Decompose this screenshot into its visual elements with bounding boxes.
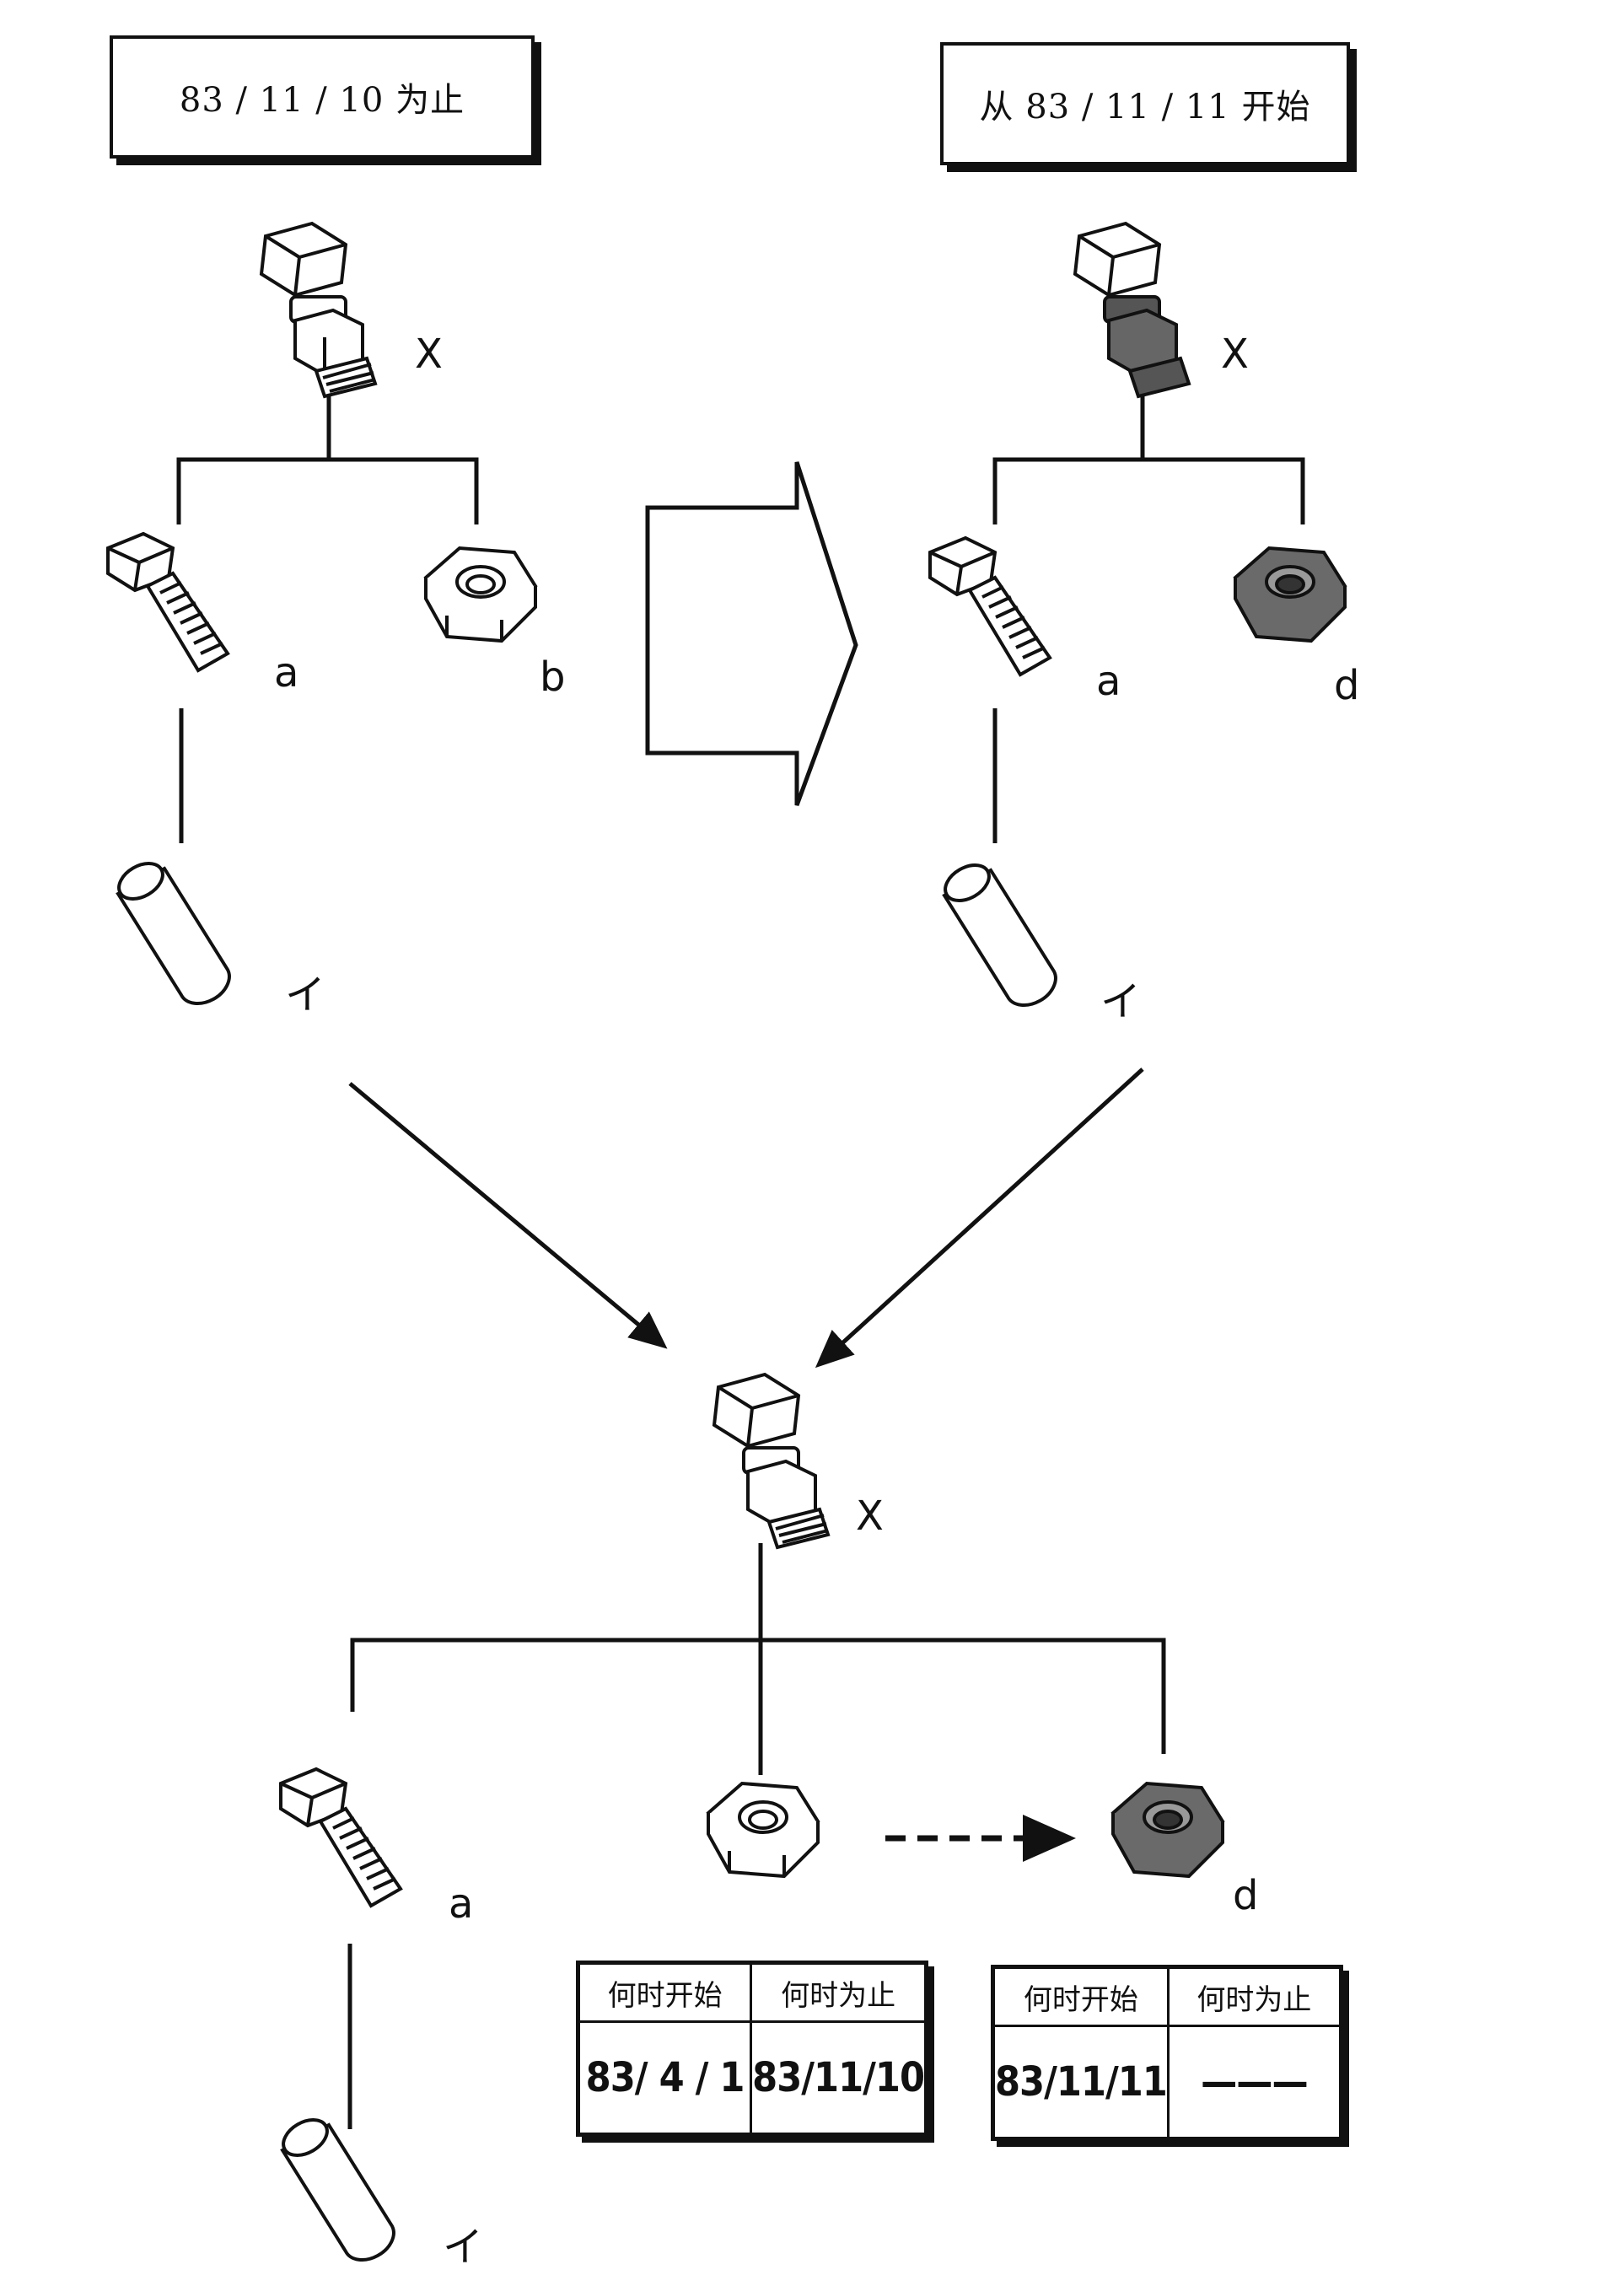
merge-arrow-left [348,1082,668,1349]
table-header: 何时开始 [576,1961,753,2023]
table-cell: 83/11/10 [750,2020,928,2136]
assembly-x-merged-icon [712,1372,831,1550]
merged-x-label: X [856,1493,884,1540]
right-a-label: a [1096,658,1121,705]
table-cell: 83/11/11 [992,2025,1170,2140]
left-x-label: X [415,331,443,378]
bolt-icon [279,1767,403,1908]
assembly-x-new-icon [1073,221,1191,399]
merged-d-label: d [1233,1872,1259,1919]
right-x-label: X [1221,331,1249,378]
left-a-label: a [274,649,299,697]
table-cell: ——— [1166,2025,1343,2140]
merge-arrow-right [815,1068,1144,1369]
right-d-label: d [1334,662,1360,709]
merged-i-label: イ [443,2224,484,2271]
pin-icon [942,863,1057,1007]
pin-icon [116,862,231,1005]
header-from: 从 83 / 11 / 11 开始 [940,42,1350,165]
nut-icon [706,1781,820,1879]
pin-icon [280,2118,395,2262]
left-b-label: b [540,654,566,701]
nut-d-icon [1233,546,1347,643]
nut-d-icon [1110,1781,1225,1879]
table-header: 何时为止 [750,1961,928,2023]
nut-icon [423,546,538,643]
validity-table-old: 何时开始 何时为止 83/ 4 / 1 83/11/10 [576,1961,928,2137]
assembly-x-icon [259,221,378,399]
table-cell: 83/ 4 / 1 [576,2020,753,2136]
validity-table-new: 何时开始 何时为止 83/11/11 ——— [991,1965,1343,2141]
header-until: 83 / 11 / 10 为止 [110,35,535,159]
header-from-text: 从 83 / 11 / 11 开始 [979,88,1311,126]
header-until-text: 83 / 11 / 10 为止 [179,81,465,120]
right-i-label: イ [1100,978,1142,1025]
bolt-icon [928,535,1052,677]
bolt-icon [106,531,230,673]
transition-arrow [645,461,858,806]
merged-a-label: a [449,1880,474,1928]
table-header: 何时开始 [992,1966,1170,2027]
table-header: 何时为止 [1166,1966,1343,2027]
left-i-label: イ [285,971,326,1019]
